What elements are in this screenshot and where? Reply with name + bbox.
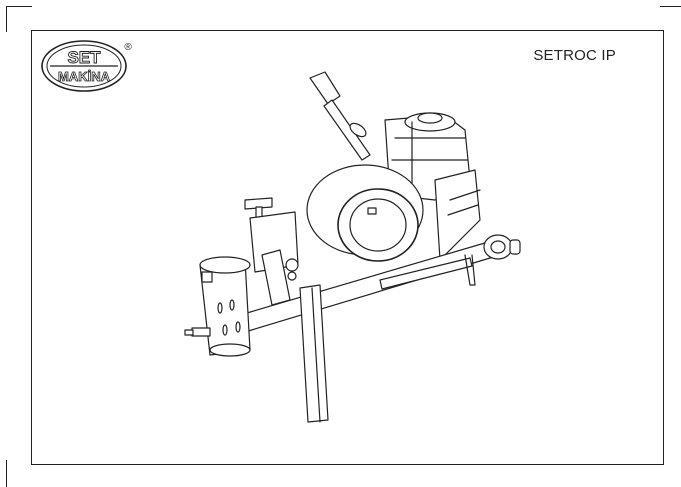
logo-line1: SET	[67, 48, 101, 67]
vertical-post	[299, 284, 329, 423]
model-title: SETROC IP	[533, 47, 616, 64]
lever-handle	[309, 71, 371, 161]
machine-line-drawing	[184, 71, 521, 423]
logo-line2: MAKİNA	[58, 69, 111, 84]
crop-mark-top-left-h	[6, 6, 32, 7]
side-motor	[184, 256, 251, 357]
drawing-frame	[31, 30, 664, 465]
bracket-ribs	[447, 189, 481, 216]
adjust-knob	[483, 234, 521, 260]
crop-mark-top-left-v	[6, 6, 7, 32]
link-plate	[261, 249, 291, 306]
set-makina-logo: SET MAKİNA ®	[41, 40, 132, 92]
crop-mark-bottom-left-v	[6, 460, 7, 487]
registered-mark: ®	[124, 42, 132, 53]
crop-mark-top-right-h	[660, 6, 681, 7]
support-bracket	[434, 169, 481, 261]
grinding-wheel	[306, 164, 424, 262]
